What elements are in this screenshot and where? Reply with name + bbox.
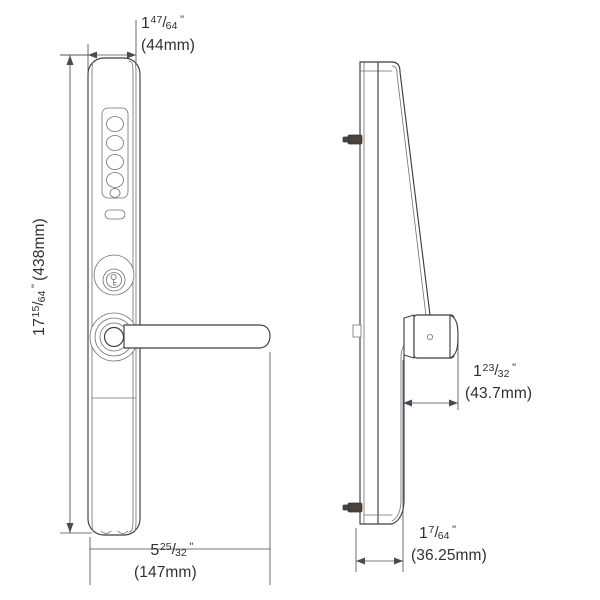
dim-numerator: 7 [428, 524, 435, 536]
bottom-vent-right [117, 530, 129, 534]
dim-denominator: 64 [437, 530, 450, 542]
dim-denominator: 64 [36, 290, 48, 303]
keypad-button-2 [106, 135, 124, 151]
lever-handle-arm [123, 324, 271, 349]
dimension-label-top-width: 147/64" (44mm) [141, 14, 195, 54]
dim-denominator: 64 [165, 20, 178, 32]
dim-whole: 5 [150, 542, 160, 559]
mounting-screw-top [342, 134, 363, 145]
handle-barrel [413, 314, 455, 359]
dim-inch-mark: " [452, 524, 457, 536]
dim-inch-mark: " [189, 541, 194, 553]
indicator-slot [104, 209, 126, 220]
key-cylinder-plug [106, 272, 122, 288]
keypad-button-small [109, 188, 121, 198]
backplate-notch [352, 324, 362, 338]
handle-set-screw [426, 333, 433, 340]
dim-numerator: 15 [30, 305, 42, 318]
dim-inch-mark: " [512, 362, 517, 374]
dimension-body-depth [355, 410, 404, 572]
dim-denominator: 32 [174, 547, 187, 559]
dim-metric: (43.7mm) [465, 385, 533, 402]
dimension-handle-projection [402, 340, 459, 410]
dim-metric: (36.25mm) [411, 547, 487, 564]
handle-hub-collar [403, 314, 415, 359]
bottom-vent-left [100, 530, 112, 534]
dimension-left-height [60, 54, 92, 534]
dimension-label-handle-projection: 123/32" (43.7mm) [465, 362, 533, 402]
dim-numerator: 47 [150, 14, 163, 26]
dim-whole: 1 [141, 15, 150, 32]
dim-inch-mark: " [180, 14, 185, 26]
dimension-bottom-width [89, 352, 271, 585]
dim-inch-mark: " [30, 283, 42, 288]
dim-numerator: 23 [482, 362, 495, 374]
dim-whole: 1 [473, 363, 482, 380]
mounting-screw-bottom [342, 502, 363, 513]
dim-metric: (44mm) [141, 37, 195, 54]
dim-denominator: 32 [497, 368, 510, 380]
dimension-label-bottom-width: 525/32" (147mm) [134, 541, 197, 581]
side-profile-inner [391, 65, 427, 522]
side-profile-outer [391, 61, 431, 525]
side-view [342, 61, 459, 525]
keypad-button-3 [106, 154, 124, 170]
keypad-button-4 [106, 172, 124, 188]
dim-metric: (438mm) [31, 218, 48, 281]
keypad-button-1 [106, 116, 124, 132]
keyway-icon [110, 274, 117, 286]
dimension-label-left-height: 1715/64"(438mm) [30, 218, 48, 336]
dim-whole: 1 [419, 525, 428, 542]
dimension-label-body-depth: 17/64" (36.25mm) [411, 524, 487, 564]
dim-numerator: 25 [159, 541, 172, 553]
dim-whole: 17 [31, 318, 48, 336]
dim-metric: (147mm) [134, 564, 197, 581]
handle-barrel-endcap [449, 314, 459, 359]
front-view [87, 57, 271, 536]
